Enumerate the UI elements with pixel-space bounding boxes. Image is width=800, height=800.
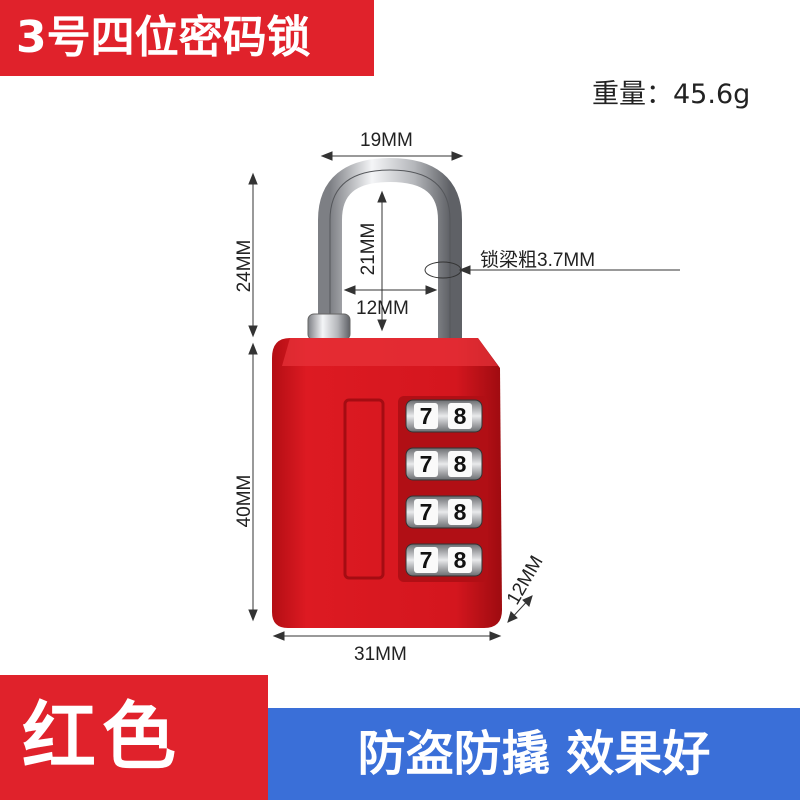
tagline-banner: 防盗防撬 效果好: [268, 708, 800, 800]
dimension-lines: [248, 151, 680, 641]
shackle-outline: [329, 169, 451, 340]
shackle-collar: [307, 313, 351, 341]
dial-2-left: 7: [420, 451, 433, 477]
product-title-banner: 3号四位密码锁: [0, 0, 374, 76]
weight-label: 重量：45.6g: [592, 79, 751, 110]
dial-4-right: 8: [454, 547, 467, 573]
lock-body-top: [282, 338, 498, 366]
dimension-shackle-height: 24MM: [234, 239, 255, 293]
dimension-shackle-width: 19MM: [360, 130, 413, 151]
dial-2-right: 8: [454, 451, 467, 477]
dimension-body-height: 40MM: [234, 474, 255, 528]
dial-3: 7 8: [405, 495, 483, 529]
dial-1: 7 8: [405, 399, 483, 433]
dimension-body-width: 31MM: [354, 644, 407, 665]
dimension-shackle-diameter: 锁梁粗3.7MM: [480, 250, 596, 271]
dial-4: 7 8: [405, 543, 483, 577]
lock-body-recess: [343, 398, 385, 580]
dial-1-left: 7: [420, 403, 433, 429]
dimension-inner-width: 12MM: [356, 298, 409, 319]
dimension-inner-height: 21MM: [358, 222, 379, 276]
dial-3-left: 7: [420, 499, 433, 525]
dial-1-right: 8: [454, 403, 467, 429]
dial-3-right: 8: [454, 499, 467, 525]
dial-4-left: 7: [420, 547, 433, 573]
color-label: 红色: [0, 675, 268, 800]
dial-window: [398, 396, 488, 582]
dial-2: 7 8: [405, 447, 483, 481]
